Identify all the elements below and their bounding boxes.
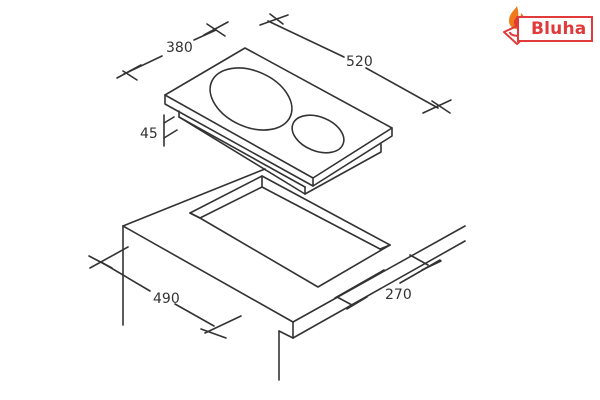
countertop <box>122 168 466 381</box>
label-520: 520 <box>346 54 373 70</box>
label-45: 45 <box>140 126 158 142</box>
label-380: 380 <box>166 40 193 56</box>
dimension-490 <box>88 246 242 339</box>
dimension-520 <box>259 13 452 114</box>
label-270: 270 <box>385 287 412 303</box>
cooktop-hob <box>164 47 393 195</box>
brand-name: Bluha <box>531 19 587 39</box>
brand-logo: Bluha <box>497 2 597 48</box>
small-cooking-zone-icon <box>291 114 345 154</box>
logo-frame <box>517 16 593 42</box>
dimension-270 <box>334 254 442 310</box>
large-cooking-zone-icon <box>209 67 293 131</box>
dimension-45 <box>163 114 178 147</box>
dimension-380 <box>116 21 229 81</box>
label-490: 490 <box>153 291 180 307</box>
